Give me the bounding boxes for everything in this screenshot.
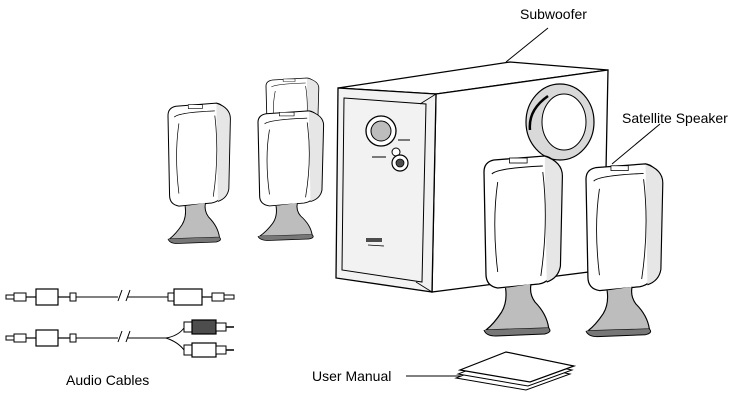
manual-icon [454,351,577,391]
satellite-leader [611,123,661,165]
satellite-speaker-far-right [585,163,664,338]
user-manual-label: User Manual [312,368,392,384]
subwoofer-leader [505,27,549,63]
subwoofer-icon [335,61,609,293]
satellite-speaker-right [483,155,564,337]
satellite-speaker-label: Satellite Speaker [622,110,728,126]
satellite-speaker-left [257,110,325,242]
subwoofer-label: Subwoofer [520,6,587,22]
audio-cables-label: Audio Cables [66,372,150,388]
satellite-speaker-far-left [167,102,231,245]
rca-cable-icon [5,319,234,358]
audio-cable-icon [5,288,235,306]
